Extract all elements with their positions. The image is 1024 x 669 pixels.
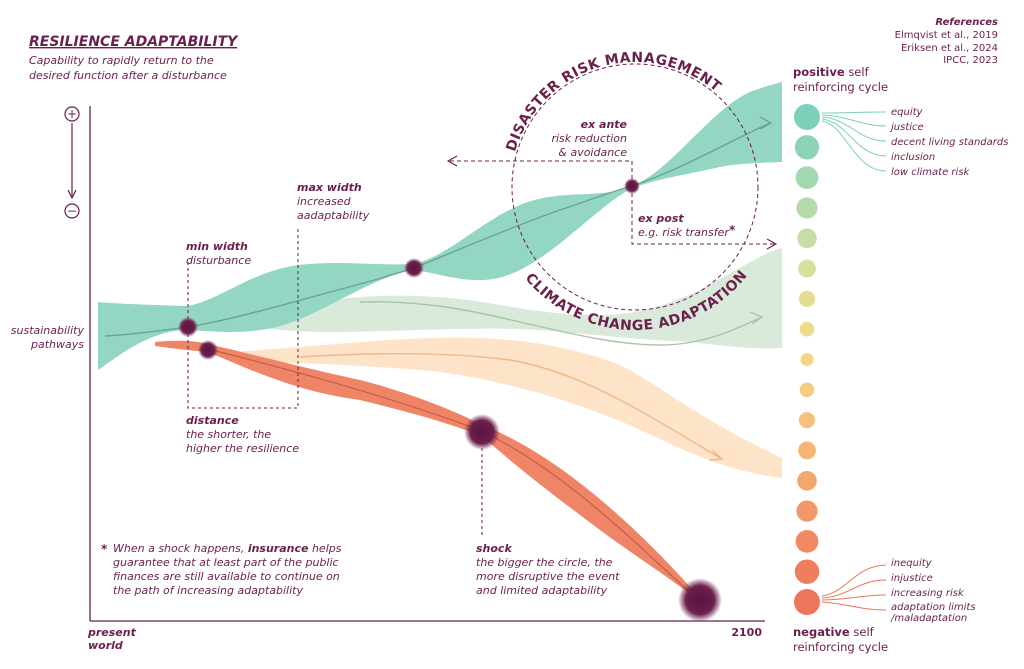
teal-pathway-band (98, 82, 782, 370)
ex-ante-line2: & avoidance (558, 146, 627, 159)
minus-symbol: − (67, 204, 77, 218)
ex-post-arrow-head-icon (766, 238, 778, 250)
negative-item: inequity (891, 558, 933, 569)
ex-ante-arrow (450, 160, 633, 186)
positive-item: justice (889, 122, 924, 133)
footnote-star: * (101, 542, 108, 556)
shock-title: shock (476, 542, 512, 555)
reference-item: Eriksen et al., 2024 (901, 43, 998, 54)
scale-circle (794, 135, 820, 160)
subtitle-line2: desired function after a disturbance (29, 69, 227, 82)
x-axis-end-label: 2100 (731, 626, 762, 639)
scale-circle (800, 353, 814, 366)
positive-item: inclusion (891, 152, 935, 163)
ex-ante-dot (624, 178, 640, 194)
footnote-line4: the path of increasing adaptability (113, 584, 303, 597)
scale-circle (796, 500, 818, 522)
min-width-dot (178, 317, 198, 337)
max-width-line1: increased (297, 195, 352, 208)
scale-circle (794, 589, 820, 615)
y-axis-label-line2: pathways (30, 338, 84, 351)
distance-dot (198, 340, 218, 360)
negative-connectors (821, 564, 887, 611)
scale-circle (799, 321, 815, 337)
scale-circle (794, 559, 820, 584)
ex-post-title: ex post (638, 212, 684, 225)
sage-center-line (359, 301, 761, 346)
reference-item: IPCC, 2023 (943, 55, 998, 66)
scale-circle (795, 530, 819, 553)
distance-line1: the shorter, the (186, 428, 271, 441)
footnote-line3: finances are still available to continue… (113, 570, 340, 583)
shock-dot (464, 414, 500, 450)
negative-item: /maladaptation (890, 613, 967, 624)
peach-arrow (708, 449, 724, 461)
negative-item: adaptation limits (891, 602, 976, 613)
color-scale (794, 104, 820, 615)
reference-item: Elmqvist et al., 2019 (895, 30, 998, 41)
scale-circle (798, 290, 816, 307)
distance-line2: higher the resilience (186, 442, 299, 455)
direction-arrow-head-icon (67, 189, 77, 200)
negative-item: increasing risk (891, 588, 965, 599)
positive-connectors (821, 111, 887, 172)
scale-circle (796, 197, 818, 219)
shock-line2: more disruptive the event (476, 570, 620, 583)
shock-line1: the bigger the circle, the (476, 556, 613, 569)
page-title: RESILIENCE ADAPTABILITY (29, 34, 239, 50)
plus-symbol: + (67, 107, 77, 121)
positive-cycle-label-line2: reinforcing cycle (793, 80, 888, 94)
subtitle-line1: Capability to rapidly return to the (29, 54, 214, 67)
ex-ante-line1: risk reduction (551, 132, 627, 145)
ex-ante-title: ex ante (581, 118, 628, 131)
shock-line3: and limited adaptability (476, 584, 608, 597)
ex-post-arrow (631, 186, 774, 245)
references-heading: References (935, 17, 998, 28)
positive-item: low climate risk (891, 167, 971, 178)
plus-circle-icon (64, 106, 80, 122)
scale-circle (798, 412, 816, 429)
y-axis-label-line1: sustainability (11, 324, 85, 337)
negative-item: injustice (891, 573, 933, 584)
minus-circle-icon (64, 203, 80, 219)
x-axis-start-line1: present (87, 626, 137, 639)
teal-arrow (759, 116, 773, 130)
scale-circle (798, 259, 816, 278)
negative-cycle-label-line2: reinforcing cycle (793, 640, 888, 654)
positive-item: decent living standards (891, 137, 1008, 148)
positive-cycle-label: positive self (793, 65, 870, 79)
footnote-line1: When a shock happens, insurance helps (113, 542, 342, 555)
max-width-line2: aadaptability (297, 209, 370, 222)
positive-item: equity (891, 107, 924, 118)
peach-center-line (299, 352, 721, 459)
negative-cycle-label: negative self (793, 625, 875, 639)
peach-pathway-band (230, 337, 782, 478)
collapse-dot (678, 578, 722, 622)
max-width-dot (404, 258, 424, 278)
sage-arrow (749, 311, 764, 325)
scale-circle (795, 166, 819, 190)
scale-circle (797, 228, 817, 249)
distance-title: distance (186, 414, 239, 427)
drm-cca-dashed-circle (511, 63, 759, 311)
ex-post-star: * (729, 223, 736, 237)
footnote-line2: guarantee that at least part of the publ… (113, 556, 339, 569)
x-axis-start-line2: world (88, 639, 123, 652)
scale-circle (799, 382, 815, 398)
min-width-title: min width (186, 240, 248, 253)
sage-pathway-band (250, 248, 782, 349)
min-width-line1: disturbance (186, 254, 251, 267)
ex-post-text: e.g. risk transfer (638, 226, 730, 239)
scale-circle (794, 104, 820, 130)
ex-ante-arrow-head-icon (446, 155, 458, 167)
max-width-title: max width (297, 181, 362, 194)
scale-circle (797, 471, 817, 491)
scale-circle (798, 441, 816, 460)
